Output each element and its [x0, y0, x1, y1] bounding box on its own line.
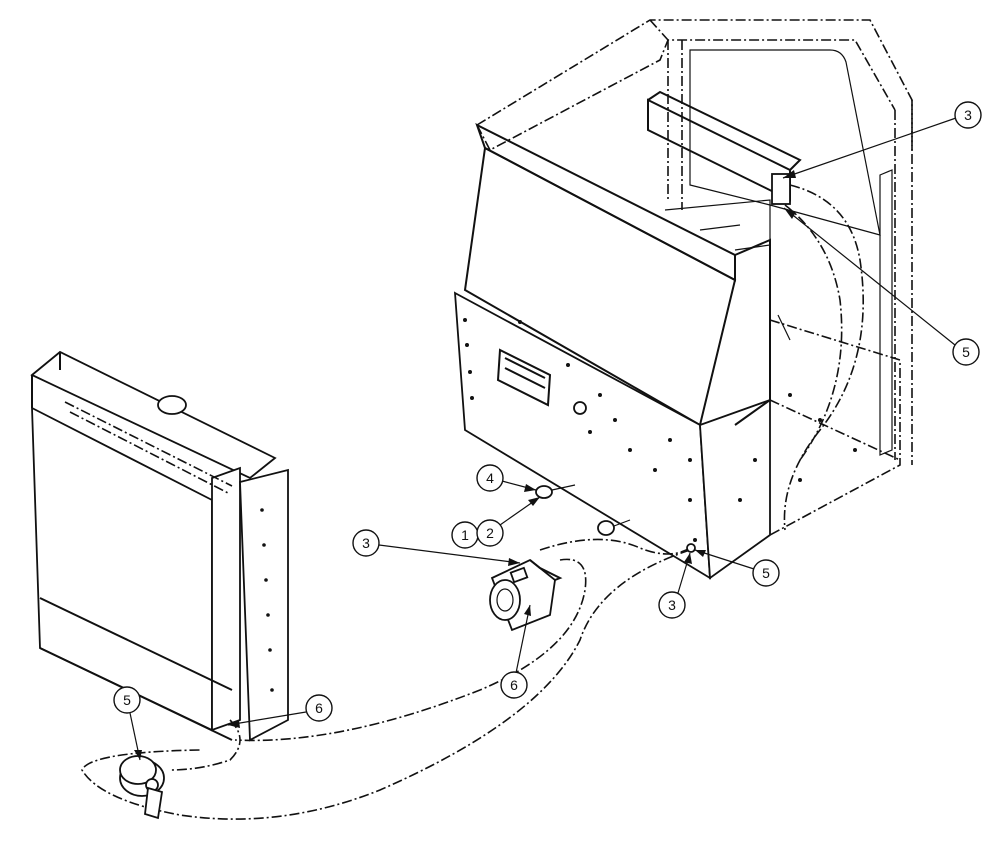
condenser-fins: [64, 401, 233, 495]
cab-right-post: [894, 100, 913, 465]
cab-control-knob: [573, 401, 587, 415]
cab-roof-frame: [476, 19, 913, 152]
callout-label: 3: [668, 597, 676, 613]
callout-3-left: 3: [352, 529, 521, 566]
condenser-assembly: [30, 350, 289, 742]
callout-label: 1: [461, 527, 469, 543]
fitting-4: [535, 485, 553, 499]
callout-5-radiator: 5: [113, 686, 142, 761]
cab-right-hinge: [879, 169, 893, 456]
cab-seat-base: [664, 199, 771, 251]
fitting-lower: [597, 520, 615, 536]
condenser-filler-cap: [157, 395, 187, 415]
hose-routing: [81, 184, 865, 820]
hose-cab-return: [783, 184, 865, 531]
callout-4: 4: [476, 464, 537, 492]
callout-2: 2: [476, 496, 541, 547]
hose-cab-supply: [784, 204, 843, 461]
drier-bracket: [144, 786, 164, 820]
hose-fittings: [535, 484, 696, 553]
callout-1: 1: [451, 521, 479, 549]
condenser-side-frame: [211, 466, 241, 732]
cab-lower-side-panel: [699, 398, 771, 580]
callout-label: 2: [486, 525, 494, 541]
callout-label: 3: [362, 535, 370, 551]
fitting-drain: [686, 543, 696, 553]
callout-label: 4: [486, 470, 494, 486]
callout-label: 6: [510, 677, 518, 693]
callout-3-top: 3: [782, 101, 982, 179]
callout-6-mid: 6: [500, 604, 531, 699]
cab-hose-connector: [771, 173, 791, 205]
cab-side-console: [734, 238, 771, 426]
hose-condenser-to-drier: [169, 719, 241, 771]
callout-label: 5: [762, 565, 770, 581]
condenser-aux-tank: [239, 468, 289, 742]
cab-assembly: [453, 19, 913, 580]
callout-6-radiator: 6: [227, 694, 333, 728]
cab-floor: [769, 319, 901, 536]
callout-label: 5: [962, 344, 970, 360]
cab-rear-window: [689, 49, 881, 236]
callout-label: 3: [964, 107, 972, 123]
cab-front-beam: [475, 122, 736, 282]
callout-3-low: 3: [658, 552, 692, 619]
callout-label: 5: [123, 692, 131, 708]
cab-floor-bolt: [777, 314, 791, 341]
hose-compressor-to-cab: [539, 538, 691, 555]
condenser-aux-bolts: [260, 508, 274, 692]
cab-rear-post-left: [667, 40, 683, 210]
cab-vent-opening: [496, 348, 552, 407]
condenser-top-tank: [30, 350, 277, 480]
condenser-core: [31, 406, 213, 732]
hose-drier-loop: [81, 549, 691, 820]
callout-label: 6: [315, 700, 323, 716]
compressor: [489, 558, 563, 632]
receiver-drier: [119, 755, 165, 820]
cab-panel-bolts: [463, 318, 857, 542]
callout-5-low: 5: [694, 549, 780, 587]
compressor-clutch-pulley: [489, 579, 521, 621]
callout-5-top: 5: [783, 207, 980, 366]
